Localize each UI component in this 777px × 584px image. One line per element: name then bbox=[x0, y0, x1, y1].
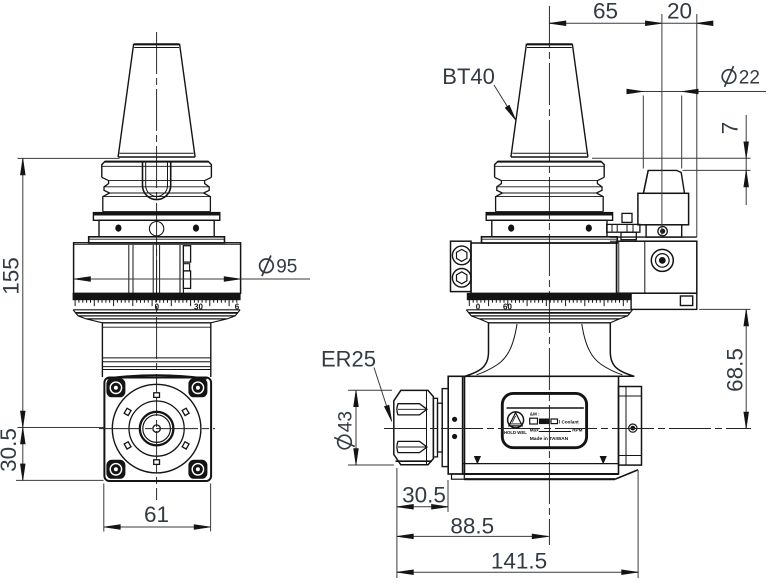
svg-text:l Coolant: l Coolant bbox=[559, 420, 579, 425]
svg-text:20: 20 bbox=[667, 0, 692, 24]
svg-text:30: 30 bbox=[194, 303, 203, 312]
svg-text:Max: Max bbox=[530, 428, 539, 433]
svg-text:30.5: 30.5 bbox=[402, 483, 446, 508]
svg-text:95: 95 bbox=[276, 257, 297, 278]
svg-text:Made in TAIWAN: Made in TAIWAN bbox=[530, 436, 569, 442]
svg-text:RPM: RPM bbox=[572, 428, 582, 433]
svg-text:30.5: 30.5 bbox=[0, 428, 21, 472]
svg-text:6: 6 bbox=[235, 303, 240, 312]
svg-text:HOLD WEL: HOLD WEL bbox=[504, 430, 527, 435]
svg-text:ER25: ER25 bbox=[321, 347, 376, 372]
svg-text:88.5: 88.5 bbox=[450, 513, 494, 538]
svg-text:22: 22 bbox=[739, 67, 760, 88]
svg-text:0: 0 bbox=[155, 303, 160, 312]
svg-text:61: 61 bbox=[144, 502, 169, 527]
svg-text:60: 60 bbox=[503, 303, 512, 312]
svg-text:&M :: &M : bbox=[530, 412, 540, 417]
svg-text:BT40: BT40 bbox=[442, 64, 495, 89]
svg-text:43: 43 bbox=[335, 411, 356, 432]
svg-text:65: 65 bbox=[593, 0, 618, 24]
svg-text:68.5: 68.5 bbox=[723, 348, 748, 392]
svg-text:141.5: 141.5 bbox=[491, 549, 547, 574]
svg-text:155: 155 bbox=[0, 257, 24, 295]
svg-text:7: 7 bbox=[718, 122, 743, 135]
svg-text:0: 0 bbox=[476, 303, 481, 312]
